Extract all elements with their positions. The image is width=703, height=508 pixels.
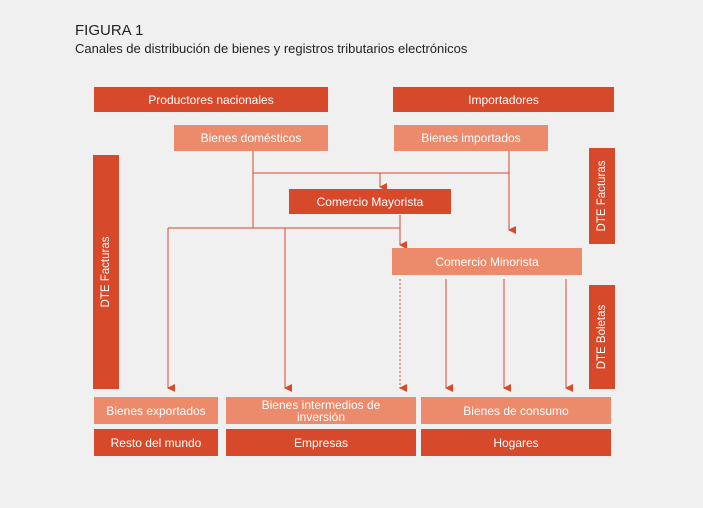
bienes-exportados-label: Bienes exportados [106, 403, 206, 418]
empresas-label: Empresas [293, 435, 349, 450]
productores-nacionales-box: Productores nacionales [94, 87, 328, 112]
resto-del-mundo-label: Resto del mundo [110, 435, 202, 450]
importadores-box: Importadores [393, 87, 614, 112]
bienes-domesticos-box: Bienes domésticos [174, 125, 328, 151]
bienes-domesticos-label: Bienes domésticos [200, 131, 302, 145]
hogares-label: Hogares [493, 435, 539, 450]
figure-title: Canales de distribución de bienes y regi… [75, 41, 468, 56]
comercio-minorista-box: Comercio Minorista [392, 248, 582, 275]
importadores-label: Importadores [468, 92, 539, 107]
bienes-consumo-box: Bienes de consumo [421, 397, 611, 424]
comercio-mayorista-label: Comercio Mayorista [316, 194, 424, 209]
productores-label: Productores nacionales [148, 92, 274, 107]
bienes-intermedios-box: Bienes intermedios de inversión [226, 397, 416, 424]
bienes-importados-label: Bienes importados [421, 131, 521, 145]
dte-facturas-left-label: DTE Facturas [100, 236, 112, 308]
figure-label: FIGURA 1 [75, 22, 144, 39]
comercio-mayorista-box: Comercio Mayorista [289, 189, 451, 214]
bienes-intermedios-label: Bienes intermedios de inversión [261, 397, 381, 424]
resto-del-mundo-box: Resto del mundo [94, 429, 218, 456]
hogares-box: Hogares [421, 429, 611, 456]
bienes-importados-box: Bienes importados [394, 125, 548, 151]
bienes-exportados-box: Bienes exportados [94, 397, 218, 424]
dte-boletas-bar: DTE Boletas [589, 285, 615, 389]
empresas-box: Empresas [226, 429, 416, 456]
bienes-consumo-label: Bienes de consumo [463, 403, 569, 418]
dte-facturas-right-bar: DTE Facturas [589, 148, 615, 244]
comercio-minorista-label: Comercio Minorista [435, 254, 539, 269]
dte-facturas-left-bar: DTE Facturas [93, 155, 119, 389]
dte-facturas-right-label: DTE Facturas [596, 160, 608, 232]
dte-boletas-label: DTE Boletas [596, 304, 608, 370]
